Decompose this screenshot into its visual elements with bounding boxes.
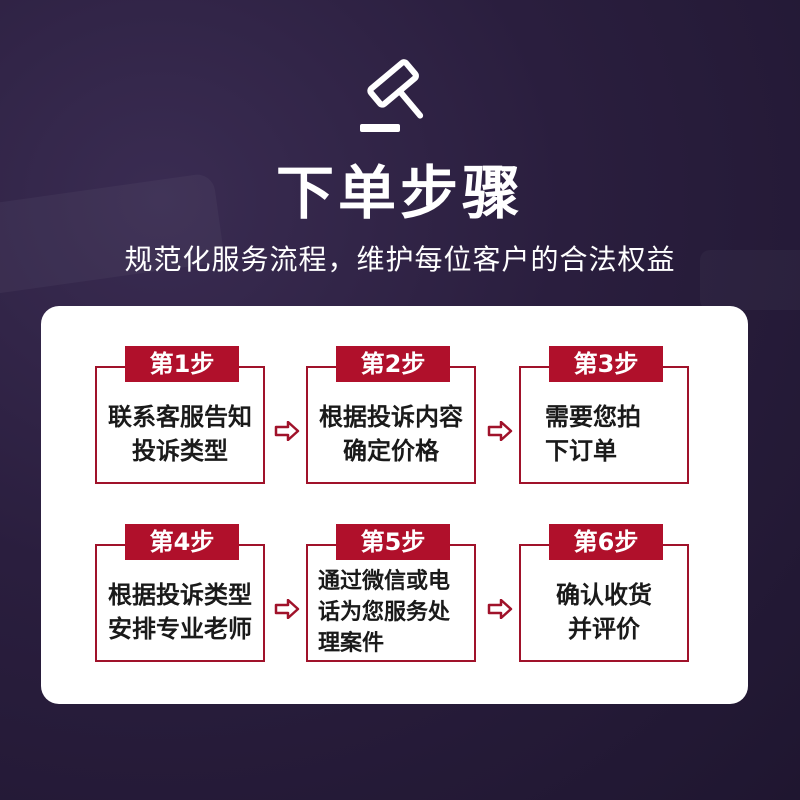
step-text: 确认收货并评价: [556, 581, 652, 643]
step-label: 第5步: [336, 524, 450, 560]
step-card-2: 第2步 根据投诉内容确定价格: [306, 346, 476, 484]
arrow-right-icon: [487, 421, 513, 441]
arrow-right-icon: [487, 599, 513, 619]
step-text: 通过微信或电话为您服务处理案件: [318, 568, 451, 656]
page-title: 下单步骤: [275, 159, 524, 227]
step-text: 根据投诉内容确定价格: [319, 403, 463, 465]
step-card-1: 第1步 联系客服告知投诉类型: [95, 346, 265, 484]
step-card-4: 第4步 根据投诉类型安排专业老师: [95, 524, 265, 662]
arrow-right-icon: [274, 421, 300, 441]
steps-panel: 第1步 联系客服告知投诉类型 第2步 根据投诉内容确定价格 第3步 需要您拍下订…: [41, 306, 748, 704]
step-card-6: 第6步 确认收货并评价: [519, 524, 689, 662]
arrow-right-icon: [274, 599, 300, 619]
step-label: 第4步: [125, 524, 239, 560]
gavel-icon: [352, 50, 442, 140]
step-label: 第1步: [125, 346, 239, 382]
page-subtitle: 规范化服务流程，维护每位客户的合法权益: [124, 243, 676, 276]
step-text: 根据投诉类型安排专业老师: [108, 581, 252, 643]
step-card-5: 第5步 通过微信或电话为您服务处理案件: [306, 524, 476, 662]
step-label: 第6步: [549, 524, 663, 560]
step-label: 第3步: [549, 346, 663, 382]
step-text: 联系客服告知投诉类型: [108, 403, 252, 465]
step-card-3: 第3步 需要您拍下订单: [519, 346, 689, 484]
step-text: 需要您拍下订单: [545, 403, 641, 465]
step-label: 第2步: [336, 346, 450, 382]
